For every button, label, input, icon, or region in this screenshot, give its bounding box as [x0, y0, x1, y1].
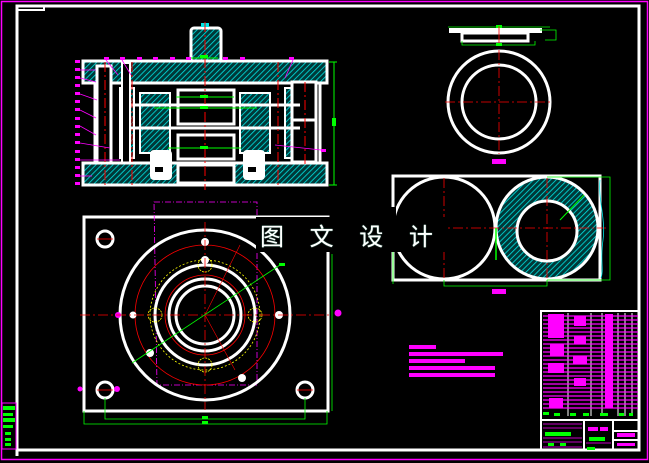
revision-strip [1, 402, 17, 450]
ring-part-plan [445, 49, 553, 164]
top-plan-view [77, 201, 342, 425]
ring-part-section [448, 25, 557, 46]
title-block [540, 310, 640, 451]
inner-border [15, 4, 641, 456]
watermark-text: 图 文 设 计 [256, 217, 446, 252]
technical-notes [409, 345, 503, 377]
assembly-section-view [75, 22, 337, 190]
